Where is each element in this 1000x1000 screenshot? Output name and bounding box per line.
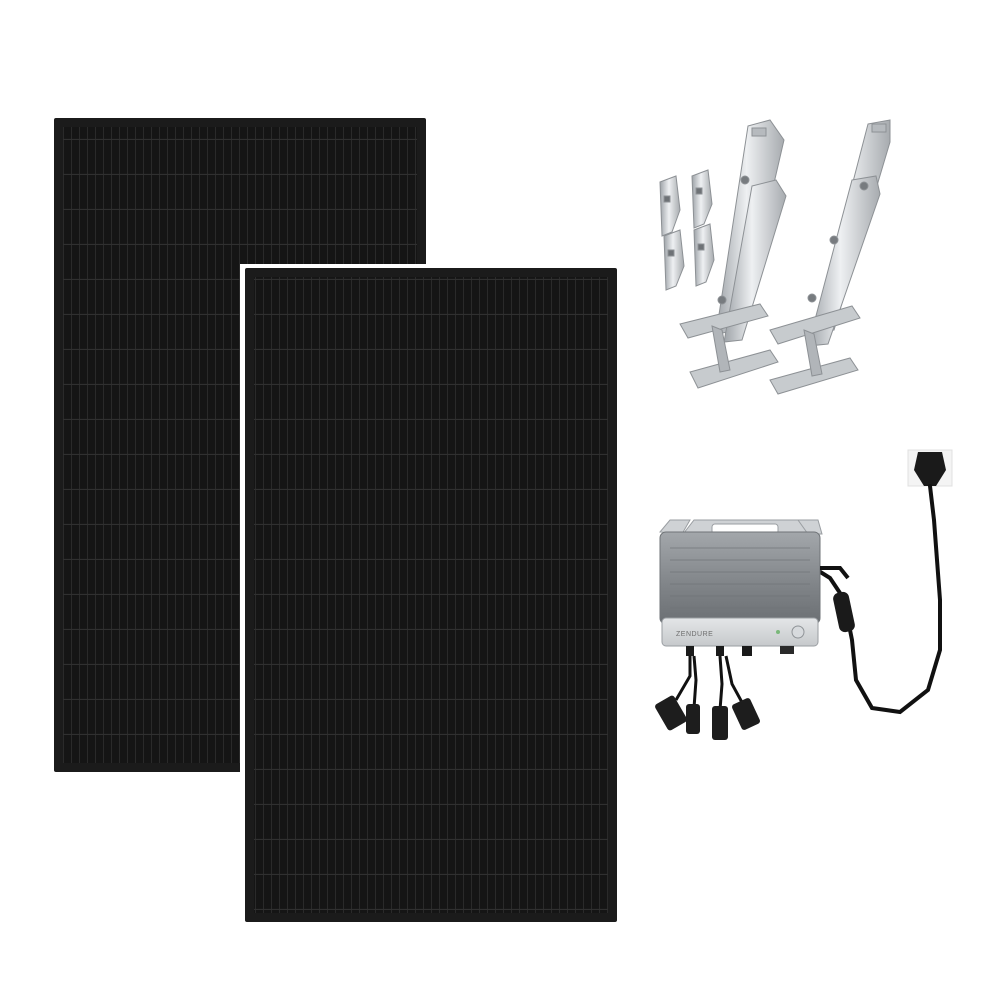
status-light-icon xyxy=(776,630,780,634)
mounting-clip xyxy=(693,223,715,287)
power-cable-with-plug xyxy=(812,449,953,715)
cable-connector xyxy=(833,591,855,633)
mounting-clip xyxy=(691,169,713,229)
power-button-icon xyxy=(791,625,805,639)
micro-inverter: ZENDURE xyxy=(655,519,850,740)
mounting-clip xyxy=(659,175,681,237)
mounting-clips xyxy=(659,169,715,291)
mounting-bracket xyxy=(769,119,891,395)
inverter-dc-connectors xyxy=(655,646,794,740)
solar-panel-front xyxy=(240,264,620,924)
mounting-clip xyxy=(663,229,685,291)
inverter-brand-label: ZENDURE xyxy=(676,631,713,638)
mounting-bracket xyxy=(679,119,787,389)
plug-icon xyxy=(914,452,946,486)
